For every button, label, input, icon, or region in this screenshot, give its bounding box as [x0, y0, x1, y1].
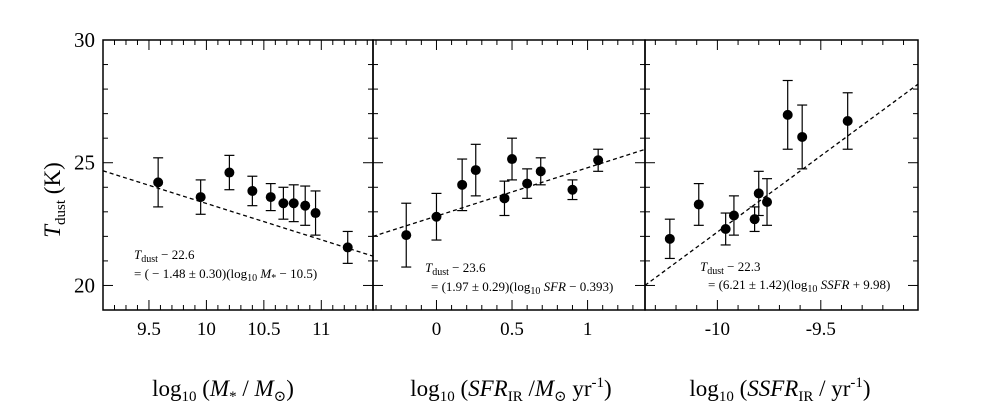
- point-marker: [782, 109, 793, 120]
- data-point: [153, 157, 164, 208]
- point-marker: [153, 177, 164, 188]
- x-tick-label: 10: [197, 319, 216, 340]
- data-point: [664, 218, 675, 260]
- point-marker: [278, 198, 289, 209]
- point-marker: [762, 197, 773, 207]
- data-point: [522, 168, 533, 199]
- data-point: [507, 137, 518, 181]
- data-point: [310, 190, 321, 236]
- data-point: [342, 230, 353, 264]
- data-point: [224, 154, 235, 191]
- x-tick-label: 1: [583, 319, 593, 340]
- data-point: [567, 179, 578, 201]
- point-marker: [310, 208, 321, 219]
- point-marker: [593, 155, 604, 166]
- fit-annotation-3-line1: Tdust − 22.3: [700, 259, 761, 277]
- point-marker: [693, 199, 704, 210]
- data-point: [247, 175, 258, 207]
- point-marker: [224, 167, 235, 178]
- point-marker: [300, 200, 311, 211]
- data-point: [278, 186, 289, 220]
- y-tick-label: 25: [74, 151, 95, 175]
- data-point: [300, 185, 311, 226]
- point-marker: [507, 154, 518, 165]
- plot-frame: [372, 39, 646, 311]
- data-point: [762, 178, 773, 226]
- point-marker: [842, 116, 853, 126]
- data-point: [753, 170, 764, 217]
- x-tick-label: 10.5: [247, 319, 280, 340]
- data-point: [470, 143, 481, 197]
- point-marker: [753, 188, 764, 199]
- x-tick-label: 9.5: [137, 319, 161, 340]
- fit-annotation-2-line1: Tdust − 23.6: [425, 260, 486, 278]
- point-marker: [470, 165, 481, 176]
- point-marker: [195, 192, 206, 203]
- data-point: [782, 79, 793, 150]
- data-point: [457, 158, 468, 212]
- point-marker: [535, 166, 546, 177]
- point-marker: [457, 179, 468, 190]
- panel-1: 9.5 10 10.5 11 20 25 30: [74, 28, 374, 340]
- data-point: [288, 184, 299, 223]
- point-marker: [265, 192, 276, 203]
- fit-line-1: [103, 170, 373, 257]
- data-point: [749, 206, 760, 233]
- point-marker: [499, 193, 510, 204]
- data-point: [728, 195, 739, 236]
- y-axis-label-text: Tdust (K): [40, 162, 69, 238]
- fit-annotation-1-line2: = ( − 1.48 ± 0.30)(log10 M* − 10.5): [134, 266, 317, 284]
- data-point: [693, 182, 704, 226]
- x-tick-label: -9.5: [806, 319, 836, 340]
- panel-3: -10 -9.5: [644, 39, 919, 340]
- point-marker: [342, 242, 353, 253]
- y-tick-label: 20: [74, 273, 95, 297]
- x-axis-label-3: log10 (SSFRIR / yr-1): [689, 375, 870, 405]
- data-point: [842, 92, 853, 150]
- point-marker: [664, 233, 675, 244]
- fit-line-2: [373, 148, 645, 238]
- fit-annotation-1-line1: Tdust − 22.6: [134, 247, 195, 265]
- data-point: [720, 212, 731, 246]
- data-point: [499, 180, 510, 217]
- data-point: [195, 179, 206, 215]
- point-marker: [749, 214, 760, 225]
- point-marker: [288, 198, 299, 209]
- point-marker: [720, 224, 731, 234]
- x-axis-label-2: log10 (SFRIR /M⊙ yr-1): [410, 375, 611, 405]
- point-marker: [797, 131, 808, 142]
- y-axis-label: Tdust (K): [40, 162, 69, 238]
- point-marker: [401, 230, 412, 241]
- y-tick-label: 30: [74, 28, 95, 52]
- x-tick-label: 0.5: [500, 319, 524, 340]
- fit-annotation-2-line2: = (1.97 ± 0.29)(log10 SFR − 0.393): [431, 279, 613, 297]
- plot-frame: [644, 39, 919, 311]
- data-point: [593, 148, 604, 172]
- data-point: [431, 192, 442, 241]
- fit-line-3: [645, 83, 918, 286]
- x-tick-label: -10: [705, 319, 730, 340]
- point-marker: [728, 210, 739, 221]
- point-marker: [522, 178, 533, 189]
- point-marker: [247, 185, 258, 196]
- point-marker: [431, 211, 442, 222]
- data-point: [535, 157, 546, 186]
- x-tick-label: 0: [432, 319, 442, 340]
- x-tick-label: 11: [312, 319, 330, 340]
- data-point: [265, 182, 276, 212]
- point-marker: [567, 184, 578, 195]
- data-point: [797, 104, 808, 170]
- x-axis-label-1: log10 (M* / M⊙): [152, 376, 294, 405]
- fit-annotation-3-line2: = (6.21 ± 1.42)(log10 SSFR + 9.98): [708, 277, 890, 295]
- data-point: [401, 202, 412, 268]
